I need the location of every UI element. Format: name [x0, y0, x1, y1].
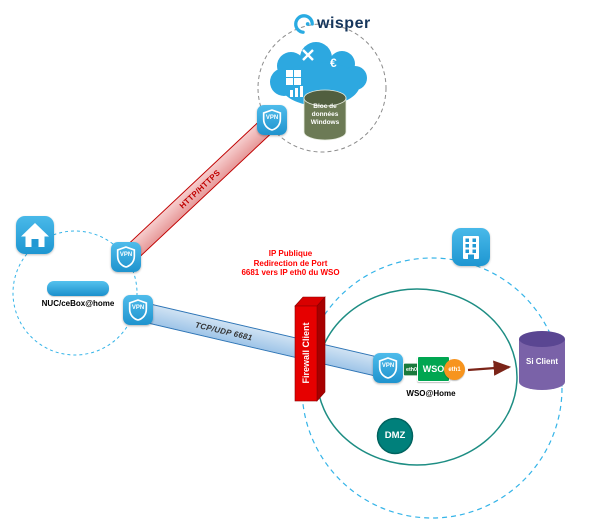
- vpn-icon-label: VPN: [131, 305, 145, 311]
- home-boundary-circle: [12, 230, 138, 356]
- si-client-label: Si Client: [525, 357, 558, 366]
- bar-chart-icon: [290, 86, 303, 97]
- wisper-logo: wisper: [293, 13, 371, 35]
- note-line2: Redirection de Port: [253, 258, 328, 268]
- windows-logo-icon: [286, 70, 301, 85]
- vpn-icon-home-lan: VPN: [123, 295, 153, 325]
- wso-caption: WSO@Home: [406, 389, 456, 398]
- note-line3: 6681 vers IP eth0 du WSO: [241, 268, 340, 277]
- wisper-swoosh-icon: [294, 14, 314, 34]
- vpn-icon-label: VPN: [381, 363, 395, 369]
- vpn-icon-label: VPN: [119, 252, 133, 258]
- vpn-icon-cloud: VPN: [257, 105, 287, 135]
- si-client-cylinder: [519, 331, 565, 390]
- windows-db-cylinder: [303, 89, 347, 141]
- firewall-box: [294, 296, 326, 402]
- wisper-logo-text: wisper: [317, 15, 371, 32]
- note-line1: IP Publique: [268, 249, 313, 258]
- devops-x-icon: [302, 49, 314, 61]
- building-icon: [452, 228, 490, 266]
- db-label-line2: données: [311, 111, 339, 118]
- port-redirection-note: IP Publique Redirection de Port 6681 ver…: [213, 249, 368, 278]
- vpn-icon-wso: VPN: [373, 353, 403, 383]
- nuc-device-shape: [47, 281, 109, 296]
- db-label-line3: Windows: [310, 119, 340, 126]
- firewall-label: Firewall Client: [301, 322, 311, 384]
- home-icon: [16, 216, 54, 254]
- vpn-icon-home-tunnel: VPN: [111, 242, 141, 272]
- wso-to-si-arrow: [467, 360, 512, 376]
- dmz-label: DMZ: [384, 430, 406, 441]
- dmz-badge-circle: [376, 417, 414, 455]
- cloud-boundary-circle: [257, 23, 387, 153]
- windows-db-label: Bloc de données Windows: [302, 103, 348, 127]
- euro-symbol: €: [330, 56, 337, 70]
- wso-eth1-tag: eth1: [444, 359, 465, 380]
- nuc-device-label: NUC/ceBox@home: [41, 299, 115, 308]
- vpn-icon-label: VPN: [265, 115, 279, 121]
- db-label-line1: Bloc de: [313, 103, 337, 110]
